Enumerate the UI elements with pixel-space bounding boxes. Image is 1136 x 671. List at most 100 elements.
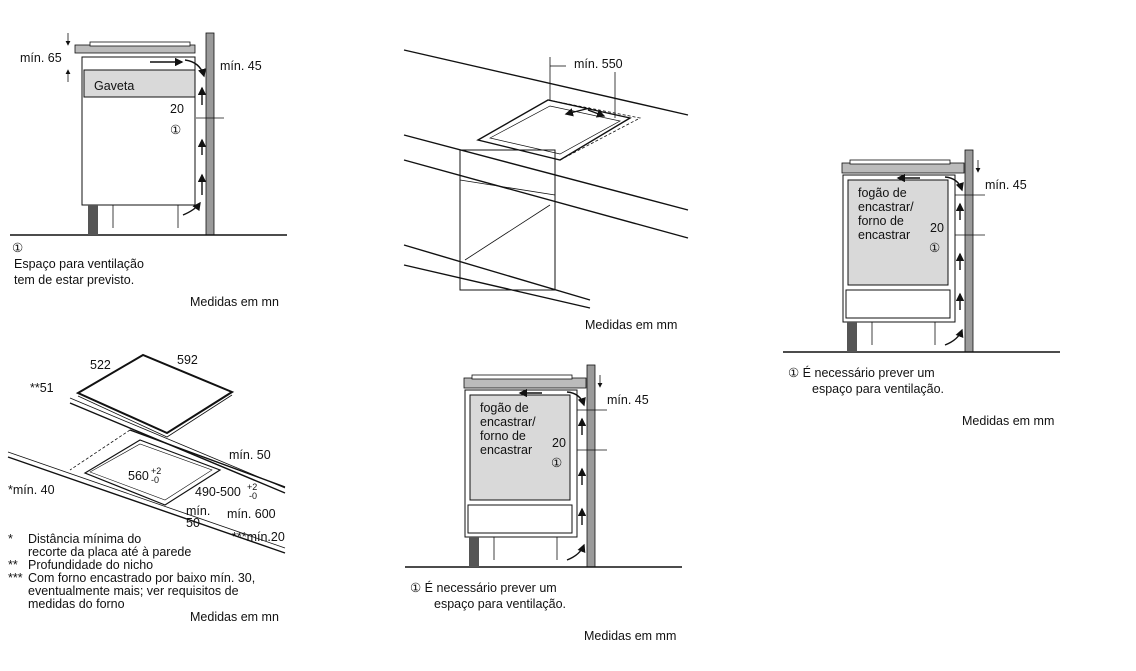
footnotes: * Distância mínima do recorte da placa a… <box>8 532 255 611</box>
cabinet-plinth-leg <box>469 537 479 567</box>
footnote-mark: * <box>8 532 13 546</box>
note-line: Espaço para ventilação <box>14 257 144 271</box>
min550-label: mín. 550 <box>574 57 623 71</box>
floor-line <box>403 244 591 301</box>
floor-line <box>403 264 591 309</box>
cutout-inner <box>489 105 621 155</box>
appliance-label: encastrar <box>858 228 910 242</box>
airflow-arrow <box>587 109 606 118</box>
appliance-label: encastrar <box>480 443 532 457</box>
cabinet-line <box>464 204 551 261</box>
footnote-mark: *** <box>8 571 23 585</box>
appliance-label: encastrar/ <box>858 200 914 214</box>
hob-edge <box>77 394 233 438</box>
worktop-front-line <box>403 159 689 239</box>
ventilation-marker: ① <box>551 456 562 470</box>
gap-label: 20 <box>552 436 566 450</box>
min600-label: mín. 600 <box>227 507 276 521</box>
appliance-label: encastrar/ <box>480 415 536 429</box>
min45-label: mín. 45 <box>985 178 1027 192</box>
hob-glass <box>849 159 951 165</box>
tolerance-plus: +2 <box>247 482 257 492</box>
airflow-arrow <box>182 201 201 216</box>
drawer-label: Gaveta <box>94 79 134 93</box>
footnote-text: Com forno encastrado por baixo mín. 30, <box>28 571 255 585</box>
hob-depth-label: 522 <box>90 358 111 372</box>
footnote-text: recorte da placa até à parede <box>28 545 191 559</box>
airflow-arrow <box>566 391 586 407</box>
footnote-text: eventualmente mais; ver requisitos de <box>28 584 239 598</box>
tolerance-minus: -0 <box>249 491 257 501</box>
min20-label: ***mín.20 <box>232 530 285 544</box>
wall <box>964 149 974 353</box>
oven-body <box>469 394 571 501</box>
note-marker: ① <box>12 241 23 255</box>
cutout <box>476 99 632 161</box>
drawer-cross-section: mín. 65 mín. 45 Gaveta 20 ① ① Espaço par… <box>10 32 287 309</box>
worktop-line <box>7 451 286 549</box>
note-line: tem de estar previsto. <box>14 273 134 287</box>
cabinet-plinth-leg <box>88 205 98 235</box>
hob-plate <box>75 353 235 435</box>
hob-dimensions: 522 592 **51 mín. 50 560 +2 -0 490-500 +… <box>7 353 286 624</box>
appliance-label: forno de <box>858 214 904 228</box>
appliance-label: fogão de <box>858 186 907 200</box>
airflow-arrow <box>184 59 207 78</box>
tolerance-minus: -0 <box>151 475 159 485</box>
projection-line <box>69 429 131 471</box>
cutout <box>83 439 222 506</box>
airflow-arrow <box>566 543 586 561</box>
min40-label: *mín. 40 <box>8 483 55 497</box>
hob-top <box>841 162 965 174</box>
cut-depth-label: 490-500 <box>195 485 241 499</box>
worktop-line <box>7 456 286 554</box>
hob-glass <box>89 41 191 47</box>
hob-width-label: 592 <box>177 353 198 367</box>
units-label: Medidas em mm <box>962 414 1054 428</box>
oven-geometry <box>405 364 682 568</box>
oven-cross-section-center: fogão de encastrar/ forno de encastrar 2… <box>405 364 682 643</box>
oven-geometry <box>783 149 1060 353</box>
gap-label: 20 <box>170 102 184 116</box>
isometric-installation: mín. 550 Medidas em mm <box>403 49 689 332</box>
cabinet-line <box>459 179 556 196</box>
units-label: Medidas em mn <box>190 295 279 309</box>
cut-width-label: 560 <box>128 469 149 483</box>
drawer-box <box>83 69 196 98</box>
units-label: Medidas em mm <box>585 318 677 332</box>
appliance-label: forno de <box>480 429 526 443</box>
min65-label: mín. 65 <box>20 51 62 65</box>
worktop-back-edge <box>129 429 286 488</box>
units-label: Medidas em mm <box>584 629 676 643</box>
note-line: ① É necessário prever um <box>788 365 935 380</box>
min50-side-value: 50 <box>186 516 200 530</box>
gap-label: 20 <box>930 221 944 235</box>
ventilation-marker: ① <box>170 123 181 137</box>
min50-side-label: mín. <box>186 504 210 518</box>
hob-base-line <box>69 397 286 489</box>
appliance-label: fogão de <box>480 401 529 415</box>
worktop-front-line <box>403 134 689 211</box>
cutout-inner <box>89 443 213 501</box>
note-line: espaço para ventilação. <box>434 597 566 611</box>
note-line: espaço para ventilação. <box>812 382 944 396</box>
drawer <box>845 289 951 319</box>
footnote-text: Distância mínima do <box>28 532 141 546</box>
tolerance-plus: +2 <box>151 466 161 476</box>
dashed-outline <box>547 99 642 161</box>
note-line: ① É necessário prever um <box>410 580 557 595</box>
footnote-text: Profundidade do nicho <box>28 558 153 572</box>
hob-top <box>463 377 587 389</box>
oven-cross-section-right: fogão de encastrar/ forno de encastrar 2… <box>783 149 1060 428</box>
wall <box>205 32 215 236</box>
airflow-arrow <box>564 107 591 117</box>
niche-depth-label: **51 <box>30 381 54 395</box>
cabinet-plinth-leg <box>847 322 857 352</box>
airflow-arrow <box>944 176 964 192</box>
worktop-back-line <box>403 49 689 116</box>
ventilation-marker: ① <box>929 241 940 255</box>
airflow-arrow <box>944 328 964 346</box>
hob-glass <box>471 374 573 380</box>
wall <box>586 364 596 568</box>
